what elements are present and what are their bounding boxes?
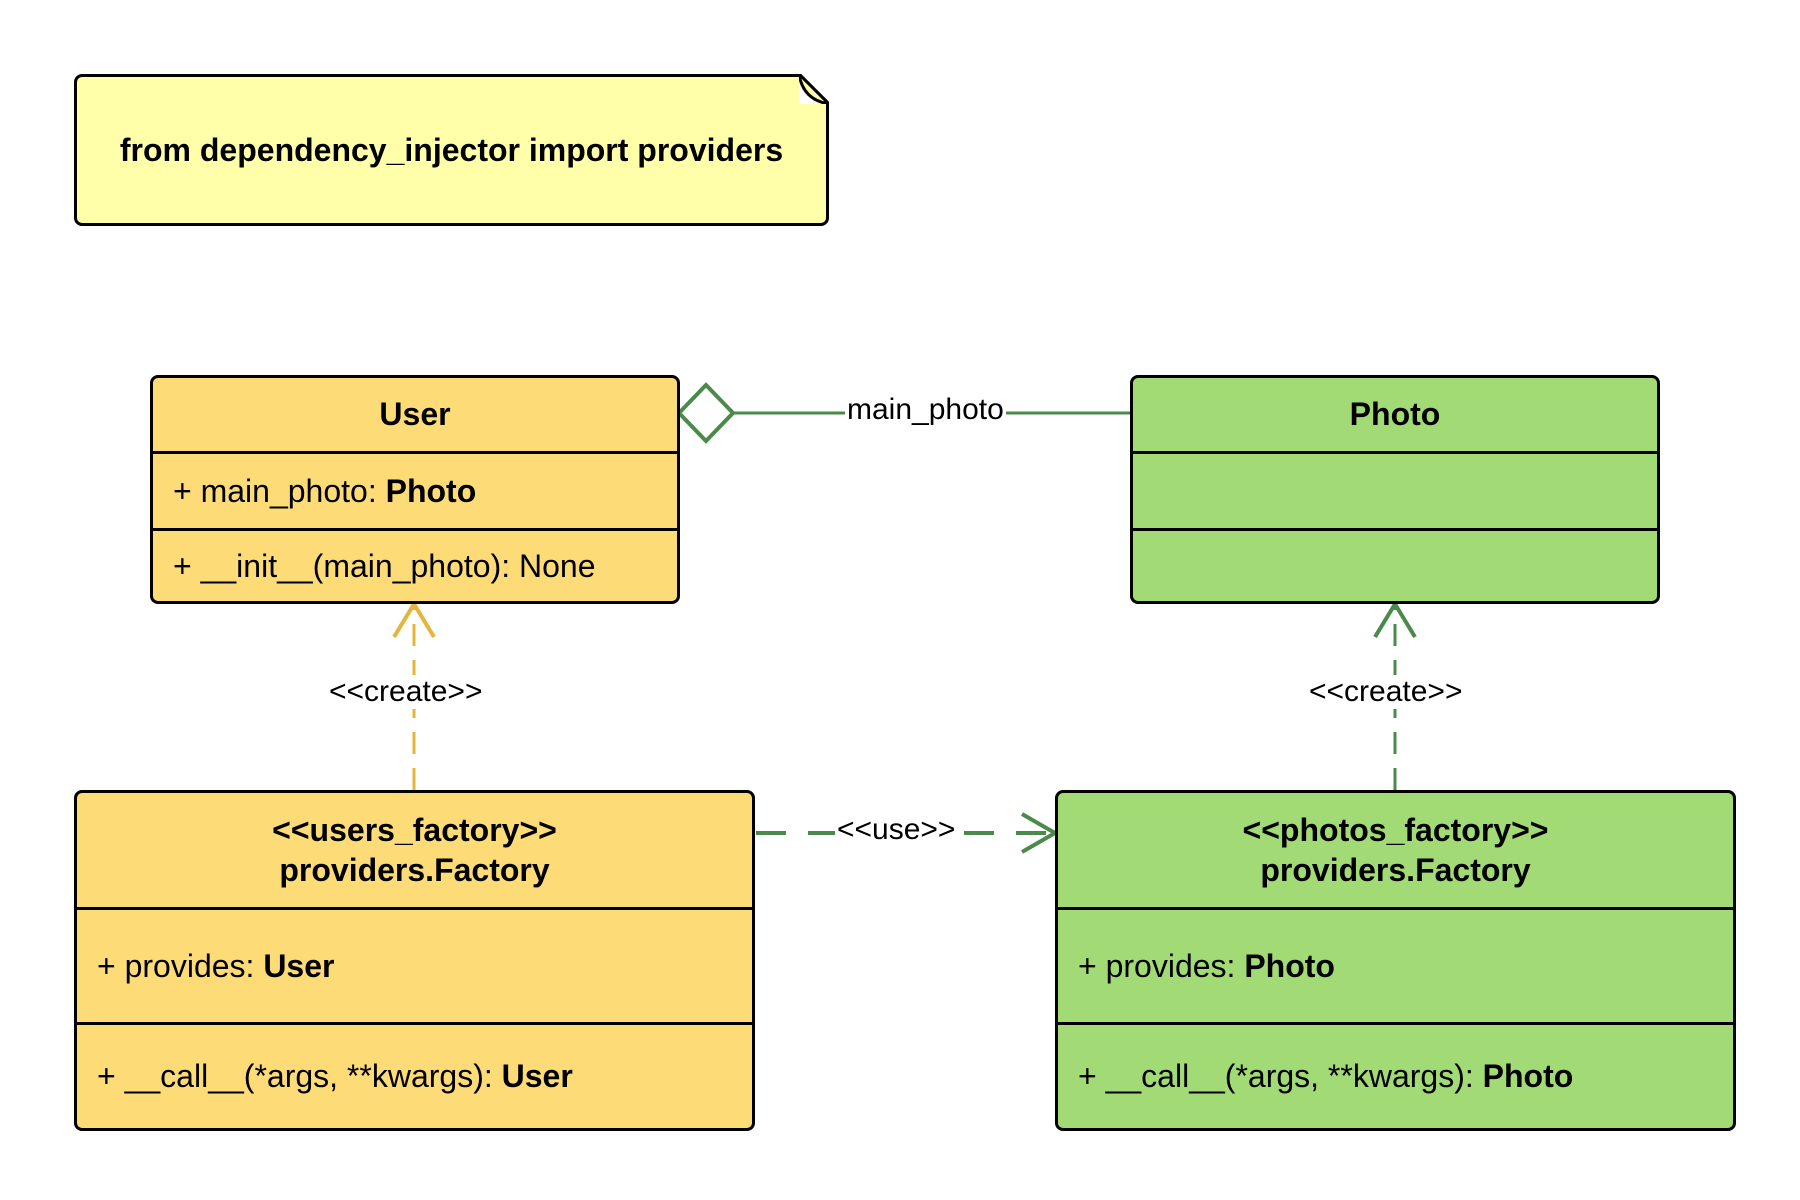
use-label: <<use>> [835,813,958,847]
users-factory-attributes: + provides: User [77,907,752,1022]
user-class-name: User [379,396,451,432]
import-note: from dependency_injector import provider… [74,74,829,226]
note-fold-corner [799,74,829,104]
user-class-methods: + __init__(main_photo): None [153,528,677,601]
users-factory-attribute-prefix: + provides: [97,947,264,984]
photos-factory-stereotype: <<photos_factory>> [1242,812,1549,848]
photos-factory-method-prefix: + __call__(*args, **kwargs): [1078,1058,1483,1094]
create-right-arrowhead [1373,600,1417,639]
users-factory-class: <<users_factory>> providers.Factory + pr… [74,790,755,1131]
photos-factory-attributes: + provides: Photo [1058,907,1733,1022]
users-factory-attribute-type: User [263,947,335,984]
users-factory-stereotype: <<users_factory>> [272,812,557,848]
photo-class-attributes [1133,451,1657,528]
photos-factory-attribute-prefix: + provides: [1078,947,1245,984]
aggregation-diamond [676,382,736,444]
user-class: User + main_photo: Photo + __init__(main… [150,375,680,604]
users-factory-name: providers.Factory [279,852,550,888]
photo-class-name: Photo [1349,396,1441,432]
photo-class-header: Photo [1133,378,1657,451]
aggregation-label: main_photo [845,393,1006,427]
users-factory-method-type: User [501,1058,573,1094]
user-class-attributes: + main_photo: Photo [153,451,677,528]
user-method: + __init__(main_photo): None [173,547,596,584]
photo-class-methods [1133,528,1657,601]
user-attribute-prefix: + main_photo: [173,472,386,509]
users-factory-methods: + __call__(*args, **kwargs): User [77,1022,752,1128]
photo-class: Photo [1130,375,1660,604]
photos-factory-methods: + __call__(*args, **kwargs): Photo [1058,1022,1733,1128]
photos-factory-header: <<photos_factory>> providers.Factory [1058,793,1733,907]
photos-factory-method-type: Photo [1482,1058,1574,1094]
create-left-arrowhead [392,600,436,639]
photos-factory-name: providers.Factory [1260,852,1531,888]
user-class-header: User [153,378,677,451]
users-factory-header: <<users_factory>> providers.Factory [77,793,752,907]
create-right-label: <<create>> [1307,675,1465,709]
user-attribute-type: Photo [385,472,477,509]
photos-factory-class: <<photos_factory>> providers.Factory + p… [1055,790,1736,1131]
users-factory-method-prefix: + __call__(*args, **kwargs): [97,1058,502,1094]
note-text: from dependency_injector import provider… [119,131,784,168]
create-left-label: <<create>> [327,675,485,709]
photos-factory-attribute-type: Photo [1244,947,1335,984]
